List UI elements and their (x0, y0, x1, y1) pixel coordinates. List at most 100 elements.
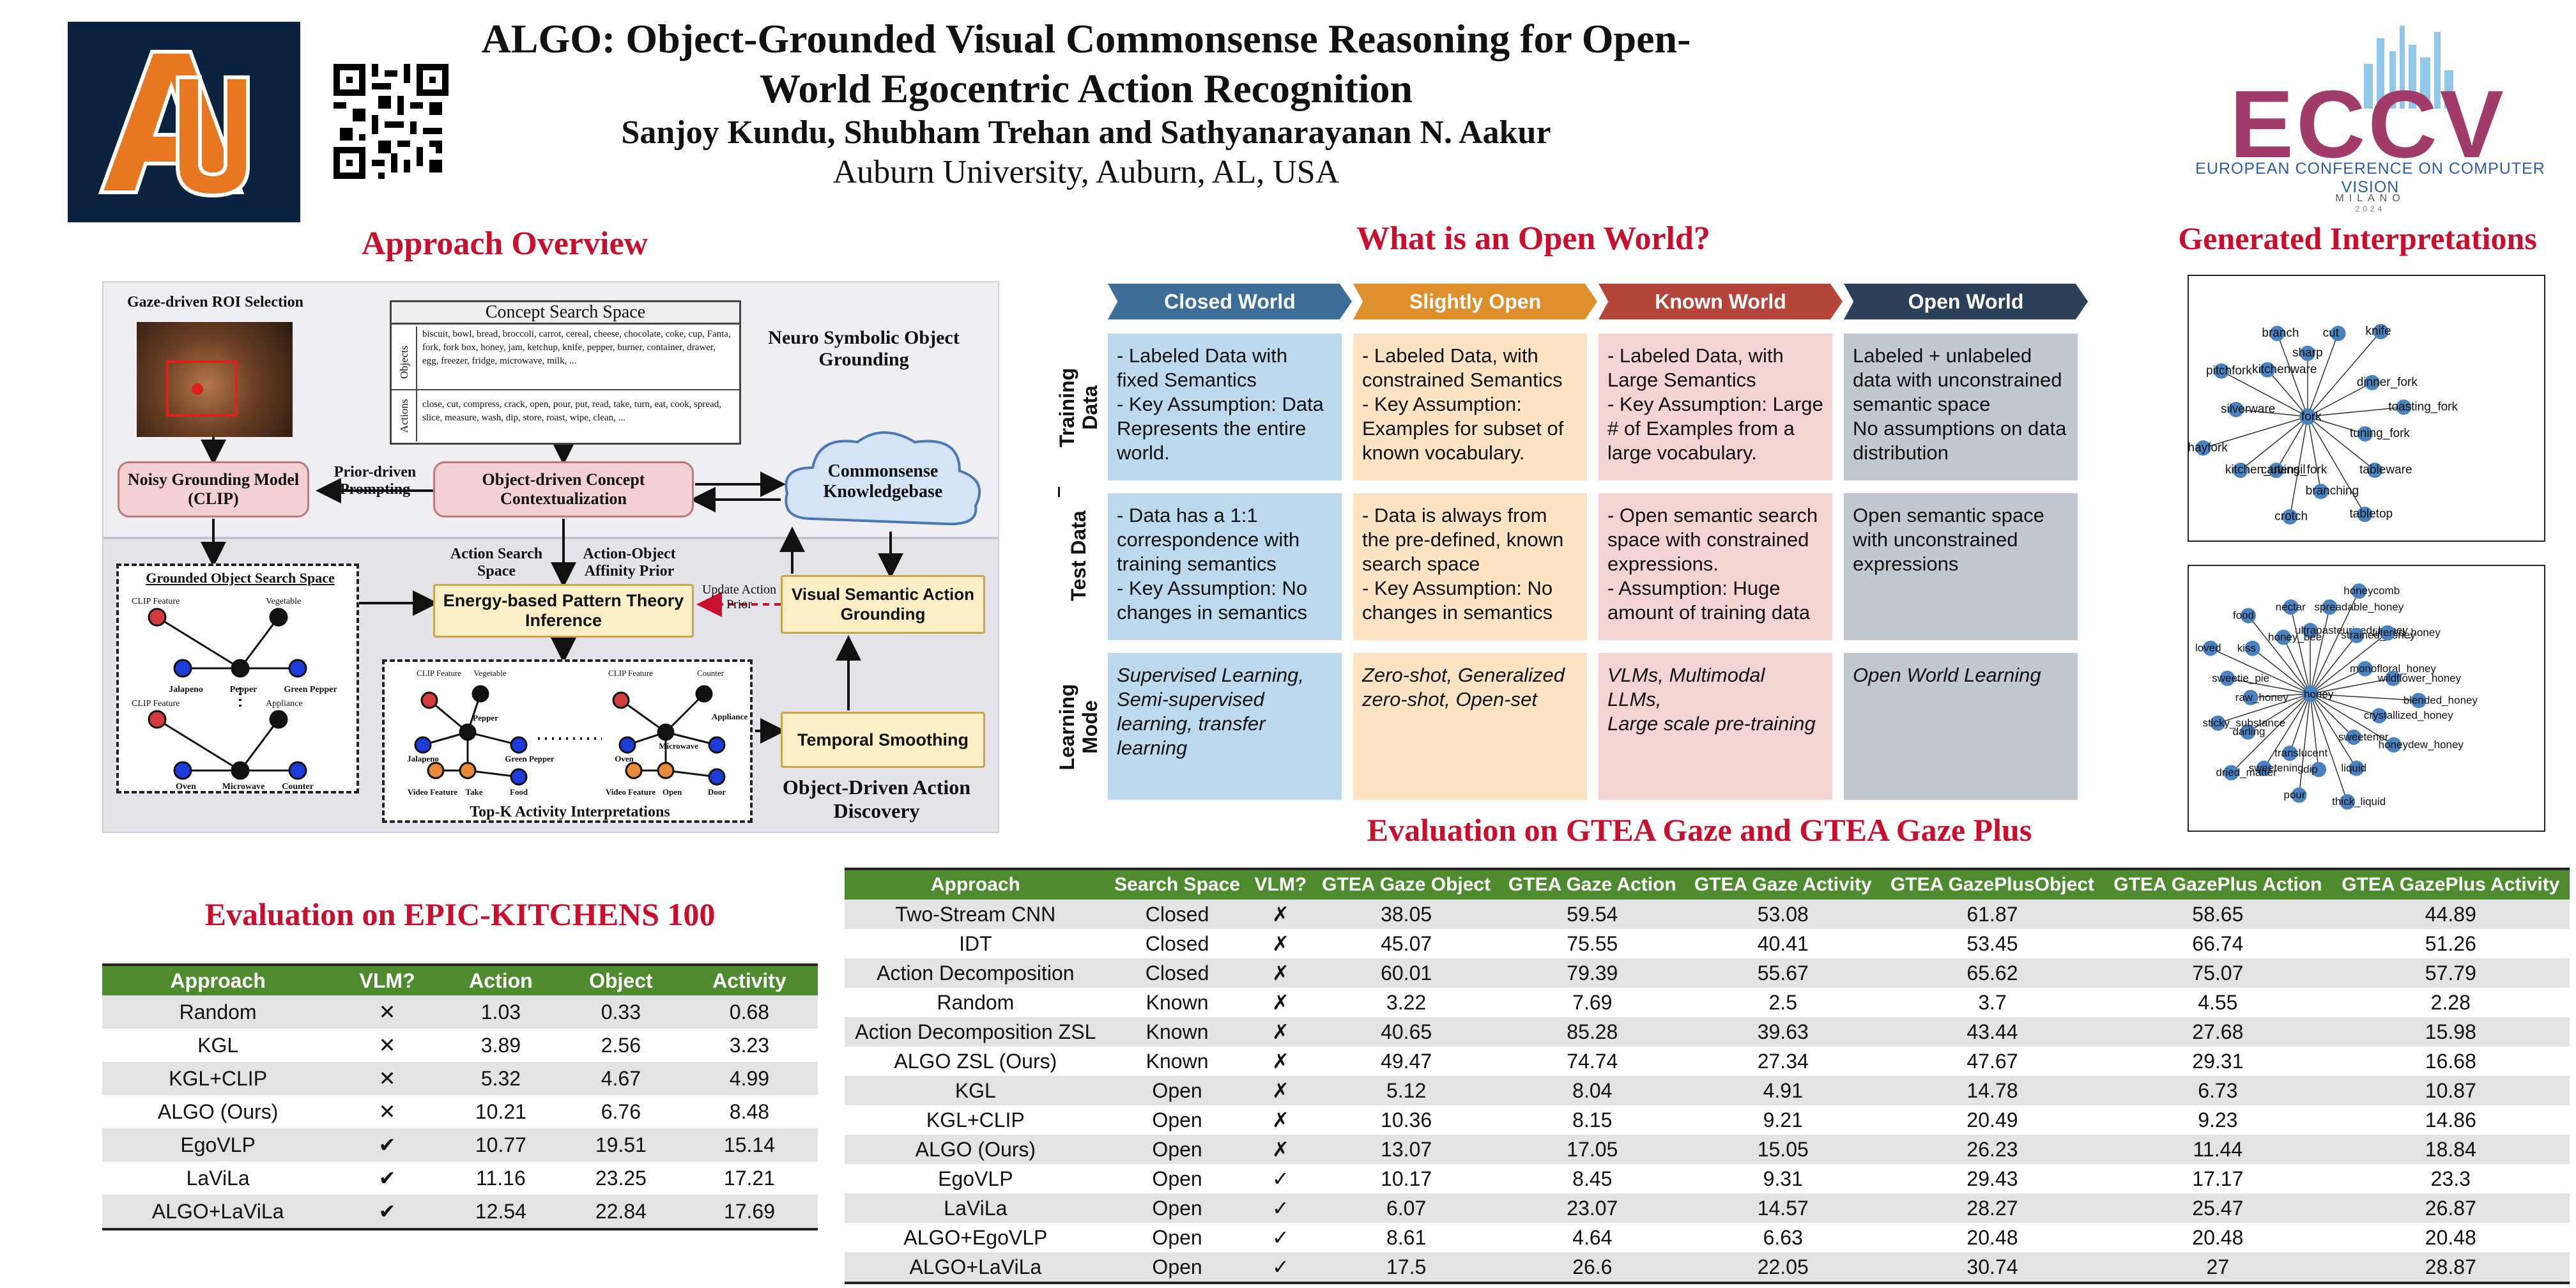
value-cell: Known (1106, 988, 1248, 1017)
value-cell: 44.89 (2331, 900, 2570, 929)
topk-microwave: Microwave (659, 741, 698, 751)
value-cell: 53.08 (1685, 900, 1881, 929)
open-world-cell-learning-0: Supervised Learning, Semi-supervised lea… (1108, 653, 1342, 800)
commonsense-cloud: Commonsense Knowledgebase (774, 423, 992, 538)
approach-cell: KGL (102, 1029, 334, 1062)
value-cell: Known (1106, 1046, 1248, 1076)
open-world-column-1: Slightly Open (1353, 284, 1597, 319)
value-cell: 26.6 (1499, 1252, 1685, 1283)
honey-graph-node (2351, 583, 2367, 599)
value-cell: ✗ (1248, 1076, 1314, 1105)
value-cell: 55.67 (1685, 958, 1881, 988)
node-pepper: Pepper (229, 685, 257, 694)
value-cell: 11.16 (440, 1162, 561, 1195)
fork-graph-edge (2307, 416, 2366, 434)
value-cell: 17.05 (1499, 1135, 1685, 1164)
value-cell: 26.23 (1880, 1135, 2104, 1164)
value-cell: Closed (1106, 900, 1248, 929)
value-cell: ✕ (334, 1095, 441, 1128)
fork-graph-edge (2276, 333, 2308, 417)
value-cell: Open (1106, 1105, 1248, 1135)
open-world-cell-test-0: - Data has a 1:1 correspondence with tra… (1108, 493, 1342, 640)
fork-graph-node (2357, 426, 2373, 442)
value-cell: 10.87 (2331, 1076, 2570, 1105)
honey-graph-edge (2248, 693, 2311, 733)
row-divider-tick (1058, 487, 1060, 497)
fork-graph-node-label: tabletop (2349, 507, 2393, 521)
fork-graph-node-label: knife (2366, 325, 2391, 338)
honey-graph-edge (2210, 648, 2311, 694)
value-cell: 17.69 (680, 1195, 818, 1229)
value-cell: 27.34 (1685, 1046, 1881, 1076)
eccv-year: 2024 (2355, 204, 2386, 213)
interpretations-heading: Generated Interpretations (2178, 220, 2537, 256)
value-cell: 4.67 (560, 1062, 681, 1095)
open-world-row-label-1: Test Data (1067, 510, 1090, 601)
eccv-logo: ECCV EUROPEAN CONFERENCE ON COMPUTER VIS… (2172, 13, 2568, 217)
value-cell: 23.25 (560, 1162, 681, 1195)
value-cell: ✔ (334, 1195, 441, 1229)
honey-graph-node (2223, 765, 2239, 781)
value-cell: 4.91 (1685, 1076, 1881, 1105)
honey-graph-node (2349, 760, 2365, 776)
honey-graph-edge (2310, 678, 2393, 694)
eccv-subtitle: EUROPEAN CONFERENCE ON COMPUTER VISION (2195, 160, 2545, 196)
value-cell: ✕ (334, 1029, 441, 1062)
value-cell: 22.05 (1685, 1252, 1881, 1283)
fork-graph-node-label: kitchen_utensil (2225, 463, 2306, 477)
node-microwave: Microwave (222, 782, 265, 792)
interpretation-graph-honey: ultrapasteurized_honeyspreadable_honeyho… (2188, 565, 2545, 832)
honey-graph-edge (2227, 678, 2311, 694)
honey-graph-node-label: dried_matter (2216, 767, 2277, 779)
topk-video-feature-2: Video Feature (605, 787, 656, 797)
honey-graph-node (2380, 625, 2396, 641)
value-cell: ✓ (1248, 1193, 1314, 1223)
value-cell: 15.05 (1685, 1135, 1881, 1164)
honey-graph-node (2371, 708, 2387, 724)
fork-graph-node (2269, 325, 2285, 341)
value-cell: 28.87 (2331, 1252, 2570, 1283)
qr-code-icon[interactable] (334, 64, 448, 179)
honey-graph-edge (2310, 590, 2359, 694)
approach-cell: IDT (845, 929, 1107, 958)
approach-cell: KGL+CLIP (102, 1062, 334, 1095)
fork-graph-node (2300, 346, 2315, 361)
value-cell: ✓ (1248, 1164, 1314, 1193)
value-cell: ✗ (1248, 1046, 1314, 1076)
value-cell: 49.47 (1313, 1046, 1500, 1076)
honey-graph-node (2349, 627, 2365, 643)
fork-graph-edge (2240, 416, 2308, 471)
fork-graph-edge (2267, 369, 2308, 417)
honey-graph-node-label: filtered_honey (2372, 627, 2441, 639)
value-cell: 2.56 (560, 1029, 681, 1062)
value-cell: 14.78 (1880, 1076, 2104, 1105)
roi-box (166, 360, 238, 417)
value-cell: 8.48 (680, 1095, 818, 1128)
commonsense-label: Commonsense Knowledgebase (823, 461, 943, 502)
value-cell: ✗ (1248, 958, 1314, 988)
value-cell: Closed (1106, 958, 1248, 988)
topk-clip-feature-1: CLIP Feature (417, 668, 461, 678)
value-cell: 75.07 (2104, 958, 2332, 988)
open-world-column-2: Known World (1598, 284, 1843, 319)
value-cell: Open (1106, 1223, 1248, 1252)
value-cell: 11.44 (2104, 1135, 2332, 1164)
fork-graph-node (2282, 509, 2298, 525)
poster-title: ALGO: Object-Grounded Visual Commonsense… (481, 16, 1691, 111)
value-cell: 10.77 (440, 1128, 561, 1162)
fork-graph-node-label: sharp (2292, 346, 2323, 360)
auburn-logo (68, 22, 300, 222)
fork-graph-edge (2289, 416, 2308, 518)
value-cell: 27 (2104, 1252, 2332, 1283)
